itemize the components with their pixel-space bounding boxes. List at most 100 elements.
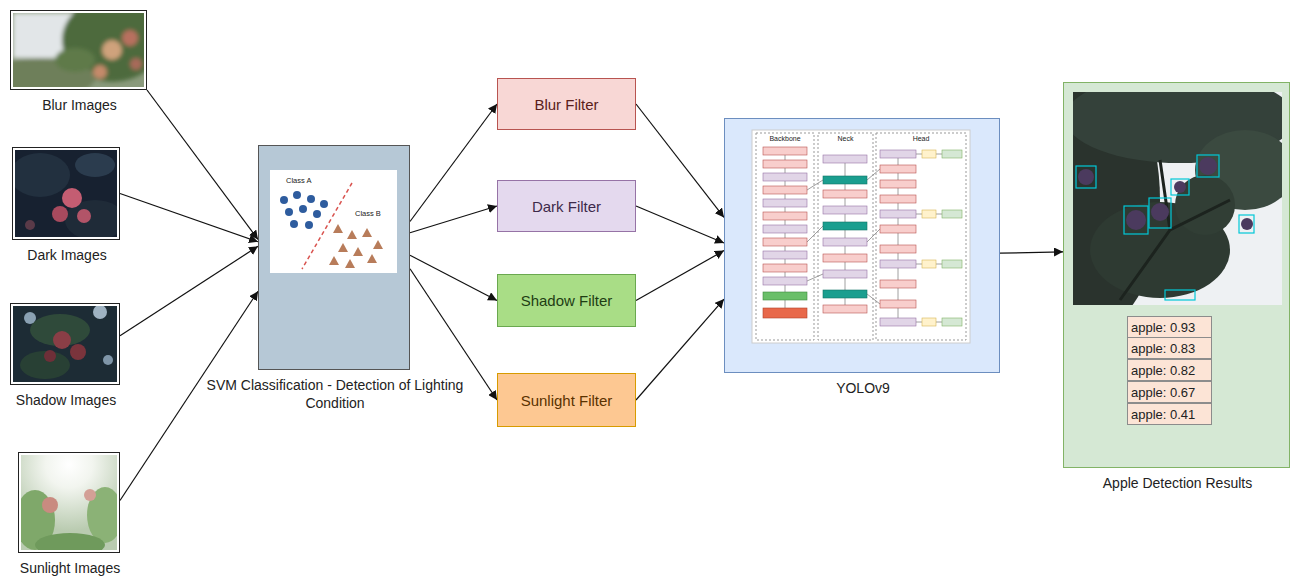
caption: Dark Images	[2, 247, 132, 265]
svm-panel	[290, 220, 298, 228]
yolo-architecture	[823, 206, 867, 214]
shadow-photo	[20, 351, 70, 379]
yolo-architecture	[823, 305, 867, 313]
input-image: Blur Images	[10, 10, 147, 90]
yolo-architecture	[880, 225, 916, 233]
yolo-architecture	[942, 210, 962, 218]
yolo-architecture	[880, 195, 916, 203]
yolo-architecture	[823, 238, 867, 246]
shadow-photo	[93, 306, 107, 319]
table-cell: apple: 0.93	[1127, 316, 1212, 338]
dark-photo	[75, 153, 115, 177]
detection-photo	[1078, 157, 1253, 230]
yolo-architecture	[756, 133, 814, 340]
section-label: Head	[876, 134, 966, 143]
svm-panel	[333, 224, 343, 233]
yolo-architecture	[867, 169, 880, 180]
flow-arrow	[120, 194, 258, 242]
section-label: Backbone	[756, 134, 814, 143]
class-label: Class A	[286, 176, 320, 186]
shadow-photo	[44, 350, 56, 362]
detection-photo	[1171, 179, 1189, 195]
yolo-architecture	[763, 225, 807, 233]
filter-box: Sunlight Filter	[497, 373, 636, 427]
class-label: Class B	[355, 209, 391, 219]
yolo-architecture	[880, 280, 916, 288]
flow-arrow	[636, 299, 724, 400]
yolo-architecture	[942, 260, 962, 268]
filter-box: Dark Filter	[497, 180, 636, 232]
detection-photo	[1165, 290, 1195, 300]
input-image: Shadow Images	[10, 303, 120, 385]
caption: SVM Classification - Detection of Lighti…	[205, 377, 465, 412]
detection-photo	[1126, 210, 1146, 230]
table-cell: apple: 0.82	[1127, 359, 1212, 381]
yolo-architecture	[936, 322, 942, 323]
flow-arrow	[147, 90, 258, 240]
blur-photo	[102, 40, 122, 60]
yolo-architecture	[880, 180, 916, 188]
yolo-architecture	[916, 214, 922, 215]
detection-photo	[1076, 155, 1254, 300]
flow-arrow	[410, 255, 497, 300]
detection-photo	[1151, 203, 1169, 221]
blur-photo	[13, 13, 144, 87]
svm-panel	[258, 145, 410, 370]
yolo-architecture	[763, 147, 807, 155]
svm-panel	[280, 191, 328, 229]
input-image: Dark Images	[12, 147, 120, 240]
yolo-architecture	[916, 154, 922, 155]
svm-panel	[285, 208, 293, 216]
flow-arrow	[410, 206, 497, 233]
box-label: Dark Filter	[532, 198, 601, 215]
filter-box: Blur Filter	[497, 78, 636, 130]
caption: YOLOv9	[725, 380, 1001, 398]
detection-photo	[1239, 215, 1254, 233]
yolo-architecture	[763, 199, 807, 207]
yolo-architecture	[763, 277, 807, 285]
yolo-architecture	[763, 160, 807, 168]
yolo-architecture	[724, 118, 1000, 373]
svm-panel	[258, 145, 410, 370]
yolo-architecture	[763, 186, 807, 194]
sunlight-photo	[21, 455, 117, 550]
sunlight-photo	[42, 497, 58, 513]
dark-photo	[15, 153, 70, 197]
yolo-architecture	[880, 260, 916, 268]
yolo-architecture	[763, 212, 807, 220]
yolo-architecture	[936, 214, 942, 215]
caption: Sunlight Images	[5, 560, 135, 578]
yolo-architecture	[922, 260, 936, 268]
yolo-architecture	[763, 173, 807, 181]
flow-arrow	[410, 104, 497, 222]
svm-panel	[353, 247, 363, 256]
yolo-architecture	[898, 150, 899, 326]
sunlight-photo	[84, 489, 96, 501]
table-cell: apple: 0.67	[1127, 381, 1212, 403]
yolo-architecture	[880, 150, 916, 158]
dark-photo	[77, 209, 91, 223]
yolo-architecture	[756, 133, 966, 340]
filter-box: Shadow Filter	[497, 274, 636, 327]
detection-photo	[1197, 155, 1219, 177]
yolo-architecture	[807, 274, 823, 281]
box-label: Blur Filter	[534, 96, 598, 113]
svm-panel	[307, 195, 315, 203]
blur-photo	[93, 65, 107, 79]
yolo-architecture	[807, 180, 823, 190]
yolo-architecture	[880, 245, 916, 253]
yolo-architecture	[880, 210, 916, 218]
flow-arrow	[1000, 252, 1063, 253]
svm-panel	[305, 221, 313, 229]
yolo-architecture	[752, 130, 970, 343]
blur-photo	[130, 58, 142, 70]
detection-photo	[1149, 198, 1171, 228]
yolo-architecture	[936, 154, 942, 155]
detection-photo	[1199, 157, 1217, 175]
flow-arrow	[636, 104, 724, 217]
svm-panel	[329, 256, 339, 265]
svm-panel	[329, 224, 383, 268]
yolo-architecture	[916, 264, 922, 265]
detection-photo	[1073, 92, 1282, 305]
detection-photo	[1120, 160, 1230, 300]
